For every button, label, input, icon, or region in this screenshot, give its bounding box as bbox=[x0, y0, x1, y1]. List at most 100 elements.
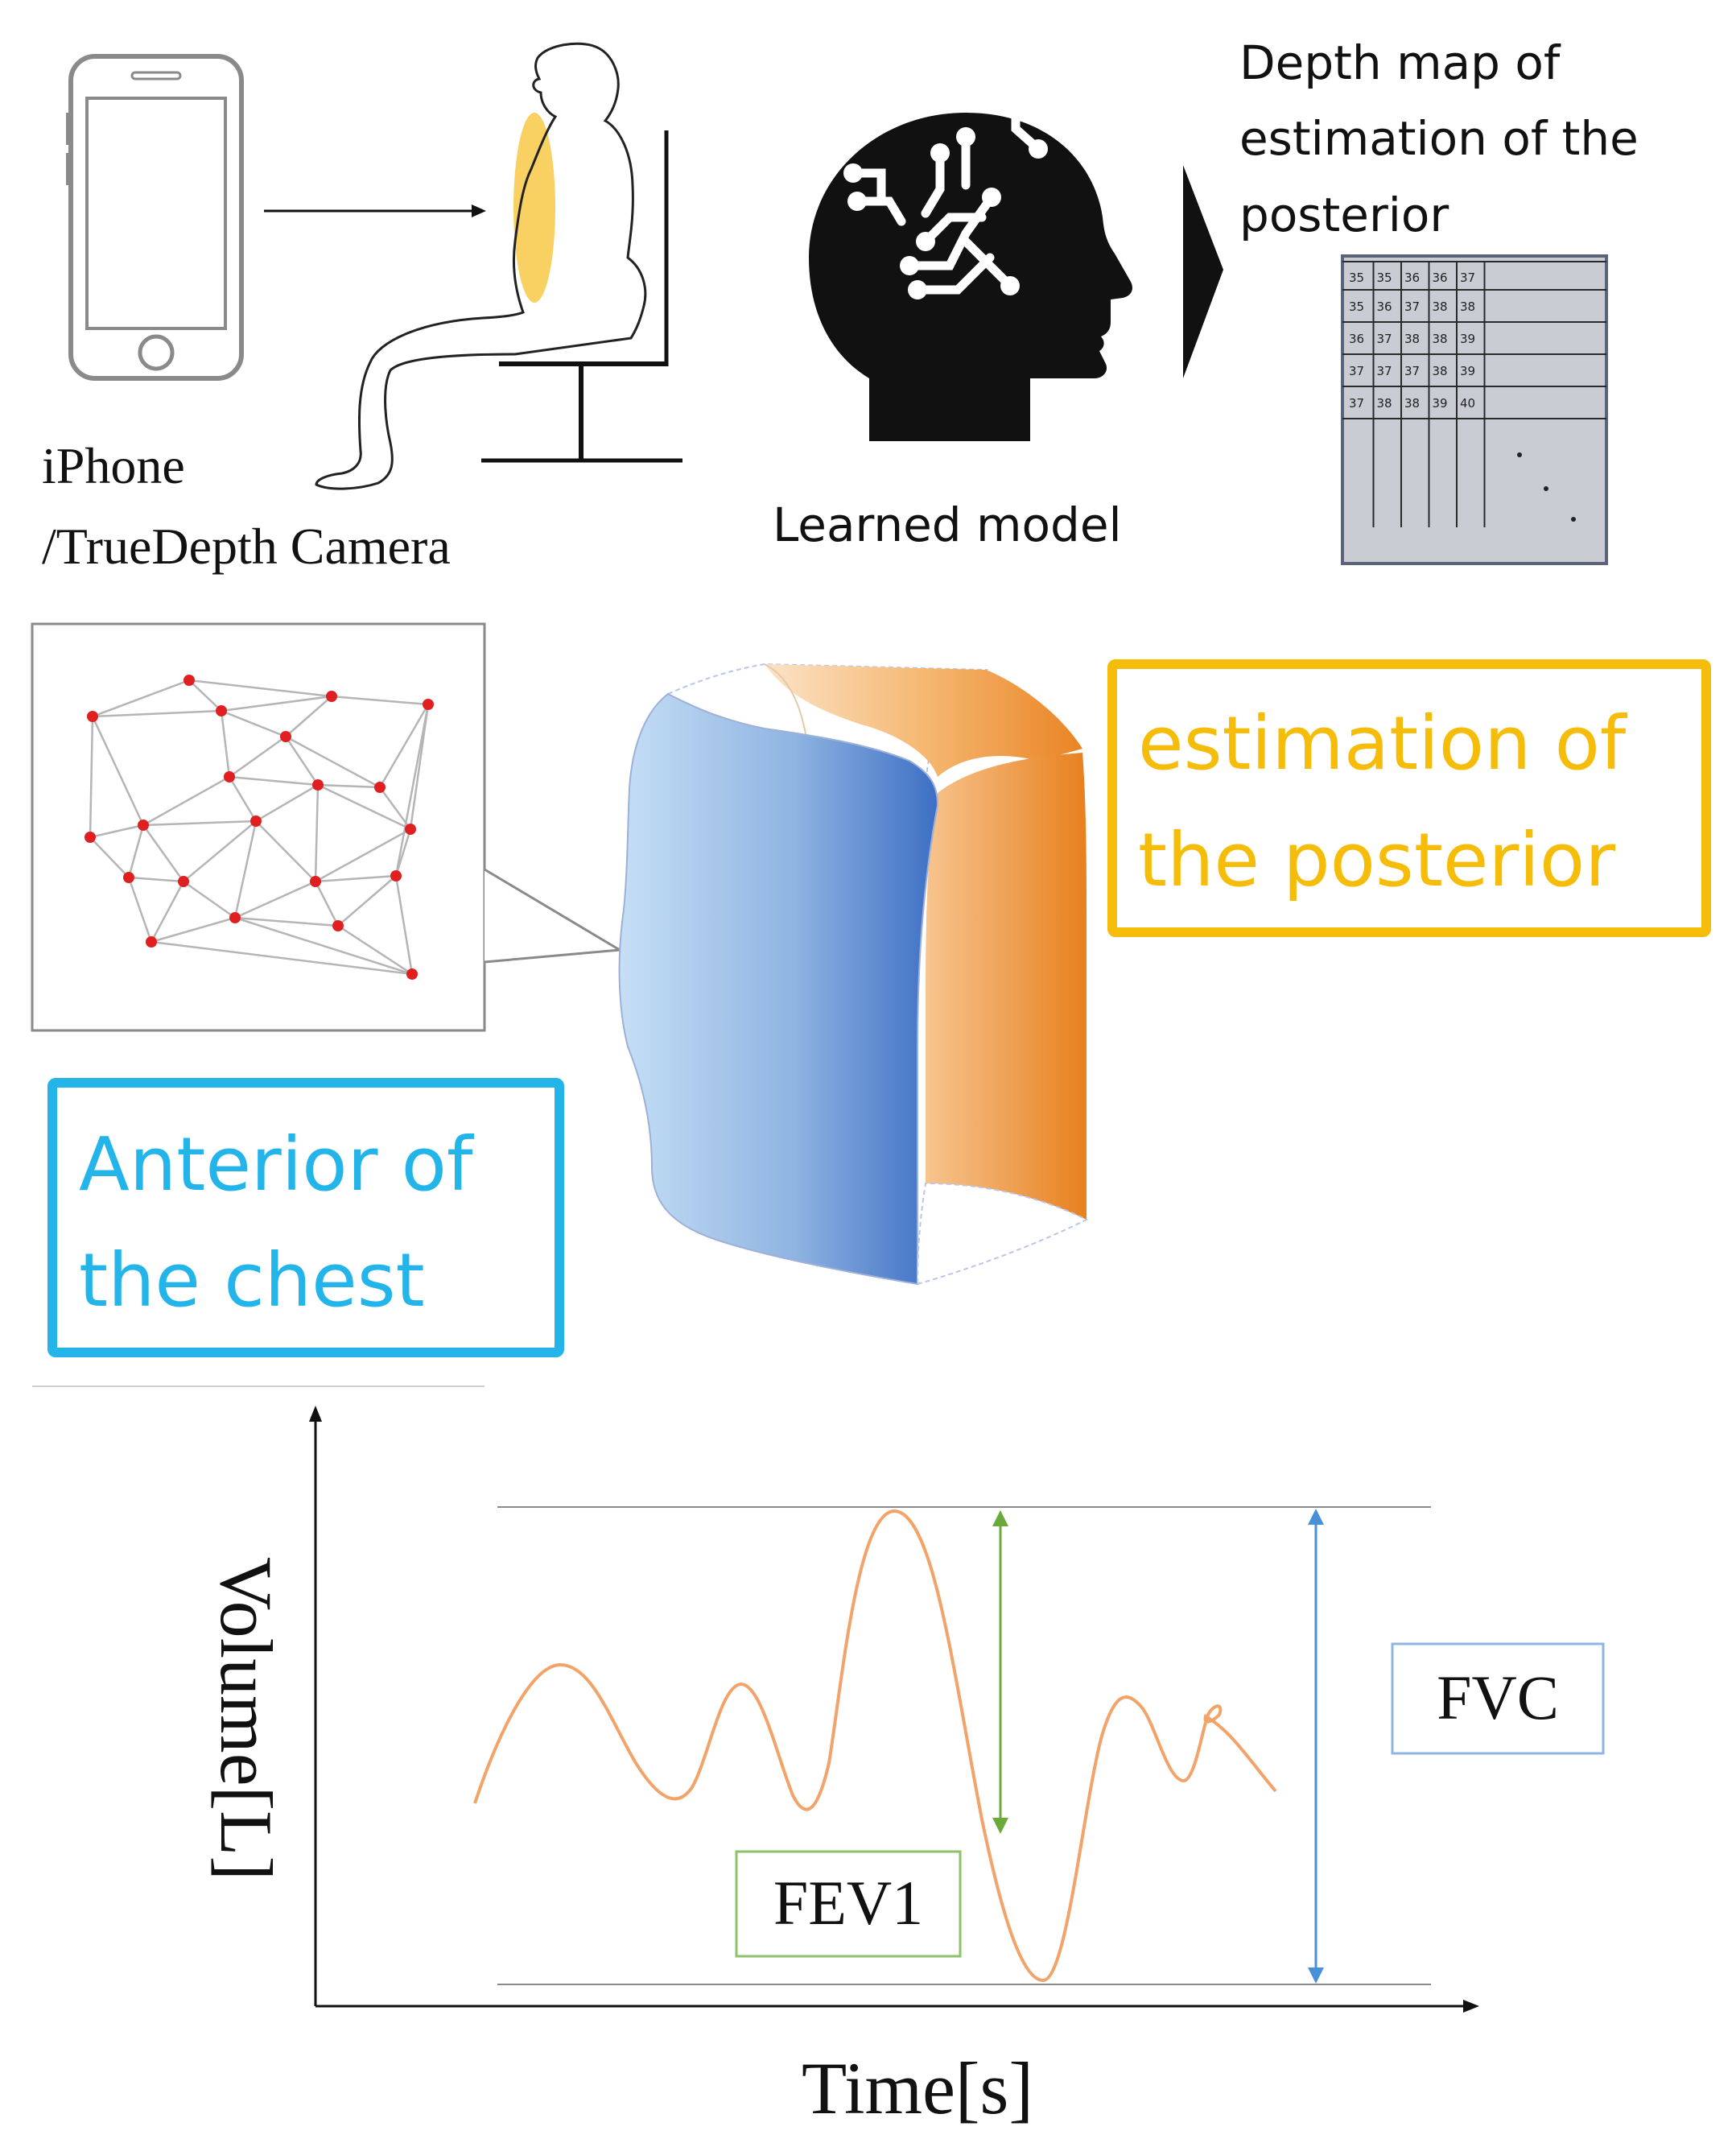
depth-grid-cell: 37 bbox=[1404, 364, 1420, 378]
mesh-edge bbox=[150, 881, 185, 943]
mesh-edge bbox=[228, 776, 258, 822]
y-axis-label: Volume[L] bbox=[205, 1557, 287, 1881]
seated-person-icon bbox=[315, 42, 647, 490]
mesh-node bbox=[123, 872, 134, 883]
chair-icon bbox=[481, 130, 682, 463]
mesh-edge bbox=[234, 916, 339, 927]
iphone-icon bbox=[66, 54, 244, 381]
mesh-edge bbox=[255, 783, 319, 823]
depth-grid-cell: 37 bbox=[1460, 270, 1475, 285]
mesh-node bbox=[405, 824, 416, 835]
posterior-label-line2: the posterior bbox=[1138, 817, 1615, 903]
mesh-edge bbox=[337, 924, 413, 976]
mesh-node bbox=[216, 705, 227, 716]
mesh-edge bbox=[151, 916, 236, 943]
mesh-edge bbox=[183, 880, 236, 919]
depthmap-label-line3: posterior bbox=[1239, 188, 1449, 242]
mesh-edge bbox=[378, 704, 430, 788]
mesh-edge bbox=[142, 775, 230, 827]
depth-grid-cell: 37 bbox=[1377, 364, 1392, 378]
mesh-edge bbox=[221, 709, 287, 738]
fev1-label-box bbox=[735, 1850, 962, 1958]
anterior-label-line2: the chest bbox=[79, 1237, 425, 1323]
volume-curve bbox=[473, 1509, 1277, 1983]
mesh-node bbox=[183, 675, 195, 686]
mesh-edge bbox=[234, 880, 316, 919]
anterior-label-line1: Anterior of bbox=[79, 1121, 475, 1208]
mesh-edge bbox=[317, 783, 381, 789]
mesh-node bbox=[138, 820, 149, 831]
depthmap-label-line1: Depth map of bbox=[1239, 35, 1561, 90]
mesh-node bbox=[85, 832, 96, 843]
mesh-edge bbox=[229, 735, 287, 778]
depth-grid-cell: 38 bbox=[1404, 332, 1420, 346]
mesh-edge bbox=[255, 820, 316, 882]
fev1-label: FEV1 bbox=[773, 1868, 923, 1938]
mesh-edge bbox=[92, 709, 222, 718]
mesh-edge bbox=[314, 881, 340, 927]
depth-grid-cell: 35 bbox=[1349, 299, 1364, 314]
mesh-edge bbox=[221, 695, 332, 712]
mesh-edge bbox=[285, 696, 332, 737]
mesh-edge bbox=[89, 716, 94, 838]
mesh-node bbox=[310, 876, 321, 887]
mesh-edge bbox=[89, 836, 130, 878]
fvc-label-box bbox=[1391, 1642, 1605, 1755]
mesh-edge bbox=[142, 824, 185, 882]
mesh-node bbox=[229, 912, 241, 923]
flow-arrow-icon bbox=[1183, 165, 1223, 378]
depth-grid-cell: 39 bbox=[1433, 396, 1448, 411]
depth-grid-cell: 37 bbox=[1377, 332, 1392, 346]
fvc-arrow bbox=[1308, 1509, 1324, 1984]
mesh-node bbox=[178, 876, 189, 887]
depth-grid-cell: 37 bbox=[1349, 364, 1364, 378]
mesh-edge bbox=[151, 940, 413, 976]
mesh-edge bbox=[89, 824, 144, 839]
mesh-node bbox=[332, 920, 344, 931]
mesh-edge bbox=[183, 820, 257, 882]
depth-grid-cell: 36 bbox=[1404, 270, 1420, 285]
fev1-arrow bbox=[992, 1510, 1008, 1834]
mesh-edge bbox=[220, 710, 231, 778]
mesh-edge bbox=[314, 784, 320, 882]
mesh-edge bbox=[315, 874, 397, 883]
mesh-edge bbox=[337, 875, 397, 927]
mesh-edge bbox=[233, 820, 258, 919]
posterior-label-line1: estimation of bbox=[1138, 700, 1628, 787]
mesh-edge bbox=[128, 876, 184, 883]
depth-grid-cell: 36 bbox=[1377, 299, 1392, 314]
mesh-node bbox=[326, 691, 337, 702]
chest-model-illustration bbox=[618, 663, 1089, 1286]
depth-grid-cell: 38 bbox=[1433, 332, 1448, 346]
depth-grid-cell: 39 bbox=[1460, 364, 1475, 378]
mesh-edge bbox=[394, 875, 414, 975]
mesh-node bbox=[406, 968, 418, 980]
camera-arrow bbox=[264, 204, 486, 217]
mesh-node bbox=[374, 782, 386, 793]
mesh-callout bbox=[31, 622, 624, 1032]
mesh-edge bbox=[331, 695, 429, 706]
fvc-label: FVC bbox=[1437, 1662, 1559, 1732]
mesh-node bbox=[224, 771, 235, 782]
mesh-edge bbox=[91, 716, 145, 826]
depthmap-label-line2: estimation of the bbox=[1239, 111, 1639, 166]
mesh-node bbox=[390, 870, 402, 882]
mesh-edge bbox=[317, 783, 411, 831]
mesh-edge bbox=[127, 824, 145, 878]
mesh-edge bbox=[229, 775, 319, 787]
depth-grid-cell: 37 bbox=[1349, 396, 1364, 411]
mesh-node bbox=[423, 699, 434, 710]
mesh-edge bbox=[92, 679, 190, 718]
mesh-node bbox=[280, 731, 291, 742]
mesh-edge bbox=[315, 828, 411, 883]
posterior-box bbox=[1107, 659, 1711, 937]
depth-grid-cell: 36 bbox=[1349, 332, 1364, 346]
depth-grid-cell: 35 bbox=[1377, 270, 1392, 285]
mesh-edge bbox=[188, 679, 332, 698]
depth-grid-cell: 38 bbox=[1433, 299, 1448, 314]
volume-time-axes bbox=[309, 1406, 1479, 2013]
depth-grid-cell: 40 bbox=[1460, 396, 1475, 411]
mesh-edge bbox=[142, 820, 257, 827]
